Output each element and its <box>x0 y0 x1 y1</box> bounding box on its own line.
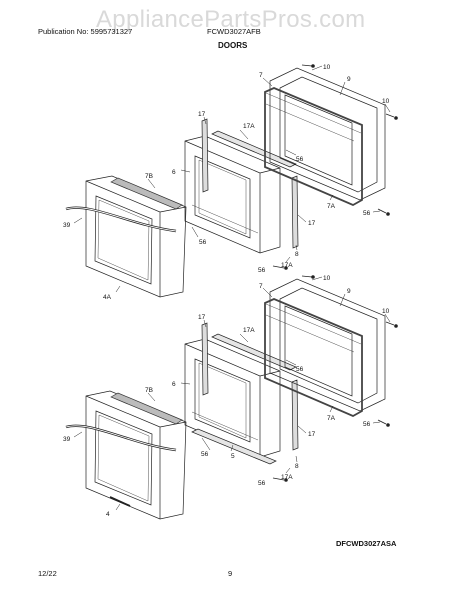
side-bracket-17-lower-right <box>291 379 299 451</box>
callout-4: 4 <box>106 511 110 518</box>
callout-10: 10 <box>382 98 390 105</box>
channel-17a-lower <box>211 333 297 371</box>
screw-fasteners-lower <box>272 275 398 482</box>
callout-8: 8 <box>295 251 299 258</box>
callout-7: 7 <box>259 72 263 79</box>
upper-door-assembly <box>65 64 398 298</box>
callout-9: 9 <box>347 288 351 295</box>
callout-8: 8 <box>295 463 299 470</box>
callout-5: 5 <box>231 453 235 460</box>
callout-17: 17 <box>308 220 316 227</box>
callout-7b: 7B <box>145 387 153 394</box>
door-window-9-lower <box>264 278 386 418</box>
callout-labels: 10 7 9 10 17 17A 6 56 7B 39 56 7A 56 17 … <box>63 64 390 518</box>
gasket-strip-7b-lower <box>110 392 183 425</box>
callout-6: 6 <box>172 381 176 388</box>
callout-7a: 7A <box>327 415 336 422</box>
callout-56: 56 <box>363 210 371 217</box>
callout-17a: 17A <box>243 123 255 130</box>
outer-door-panel-4a <box>65 175 187 298</box>
door-window-9 <box>264 67 386 207</box>
screw-fasteners-upper <box>272 64 398 270</box>
footer-page-number: 9 <box>228 569 233 578</box>
drawing-id: DFCWD3027ASA <box>336 539 397 548</box>
callout-17a: 17A <box>281 474 293 481</box>
callout-56: 56 <box>199 239 207 246</box>
channel-17a <box>211 130 297 168</box>
callout-17a: 17A <box>281 262 293 269</box>
callout-17: 17 <box>308 431 316 438</box>
bottom-trim-5 <box>191 428 277 465</box>
model-number: FCWD3027AFB <box>207 27 261 36</box>
callout-10: 10 <box>382 308 390 315</box>
callout-56: 56 <box>296 156 304 163</box>
callout-17: 17 <box>198 111 206 118</box>
callout-9: 9 <box>347 76 351 83</box>
callout-4a: 4A <box>103 294 112 301</box>
callout-7a: 7A <box>327 203 336 210</box>
outer-door-panel-4 <box>65 390 187 520</box>
callout-56: 56 <box>201 451 209 458</box>
lower-door-assembly <box>65 275 398 520</box>
section-title: DOORS <box>218 41 248 50</box>
callout-10: 10 <box>323 275 331 282</box>
callout-56: 56 <box>363 421 371 428</box>
side-bracket-17 <box>201 118 209 193</box>
footer-date: 12/22 <box>38 569 57 578</box>
callout-17a: 17A <box>243 327 255 334</box>
callout-39: 39 <box>63 222 71 229</box>
callout-6: 6 <box>172 169 176 176</box>
leader-lines-lower <box>73 276 391 511</box>
callout-56: 56 <box>258 480 266 487</box>
callout-7b: 7B <box>145 173 153 180</box>
publication-number: Publication No: 5995731327 <box>38 27 133 36</box>
callout-10: 10 <box>323 64 331 71</box>
side-bracket-17-lower <box>201 322 209 396</box>
callout-7: 7 <box>259 283 263 290</box>
callout-56: 56 <box>258 267 266 274</box>
side-bracket-17-right <box>291 175 299 249</box>
callout-56: 56 <box>296 366 304 373</box>
gasket-strip-7b <box>110 177 183 210</box>
callout-17: 17 <box>198 314 206 321</box>
watermark-text: AppliancePartsPros.com <box>96 6 366 33</box>
leader-lines-upper <box>73 65 391 293</box>
callout-39: 39 <box>63 436 71 443</box>
